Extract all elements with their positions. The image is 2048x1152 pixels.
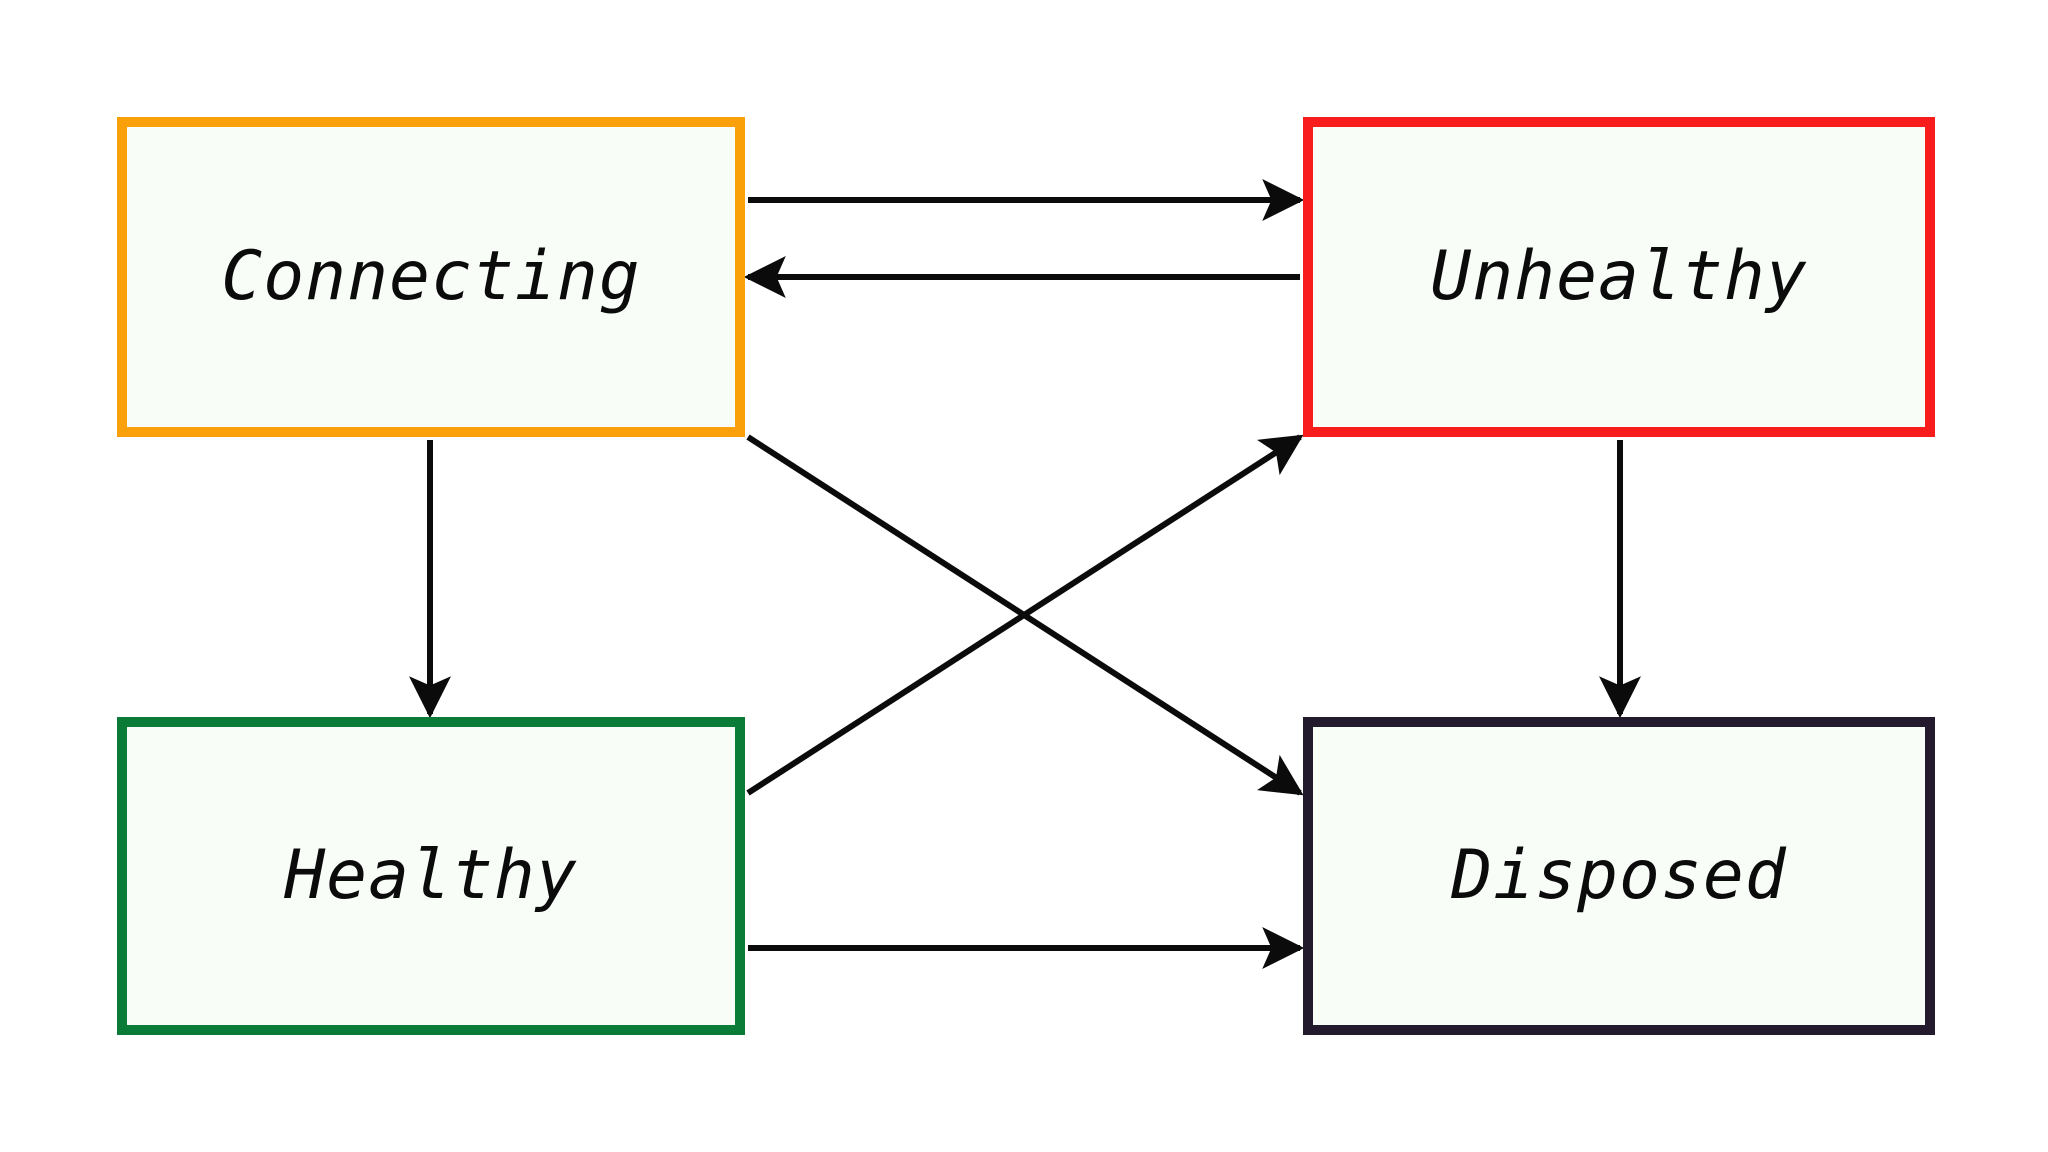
state-node-healthy[interactable]: Healthy [117,717,745,1035]
edge-healthy-to-unhealthy [746,434,1304,796]
state-node-disposed[interactable]: Disposed [1303,717,1935,1035]
state-node-unhealthy[interactable]: Unhealthy [1303,117,1935,437]
state-label-disposed: Disposed [1451,836,1787,915]
state-label-connecting: Connecting [221,237,641,316]
state-node-connecting[interactable]: Connecting [117,117,745,437]
edge-connecting-to-disposed [746,434,1304,796]
state-label-healthy: Healthy [284,836,578,915]
state-label-unhealthy: Unhealthy [1430,237,1808,316]
